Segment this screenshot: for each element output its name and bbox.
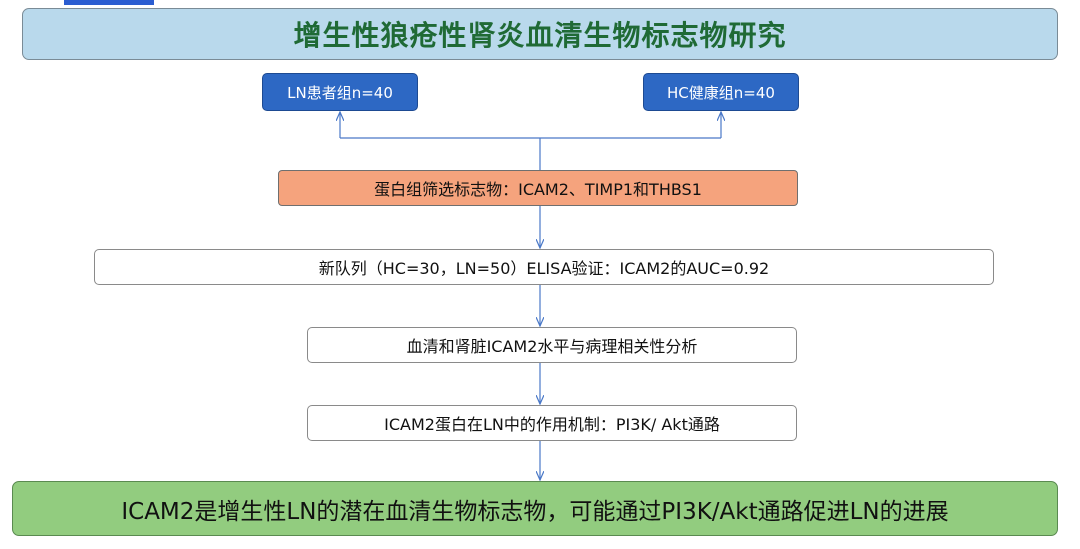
proteomics-screening-box: 蛋白组筛选标志物：ICAM2、TIMP1和THBS1 [278,170,798,206]
diagram-title: 增生性狼疮性肾炎血清生物标志物研究 [22,8,1058,60]
elisa-validation-box: 新队列（HC=30，LN=50）ELISA验证：ICAM2的AUC=0.92 [94,249,994,285]
pathology-correlation-box: 血清和肾脏ICAM2水平与病理相关性分析 [307,327,797,363]
mechanism-box: ICAM2蛋白在LN中的作用机制：PI3K/ Akt通路 [307,405,797,441]
hc-healthy-group-box: HC健康组n=40 [643,73,799,111]
top-edge-accent [64,0,154,5]
ln-patient-group-box: LN患者组n=40 [262,73,418,111]
conclusion-box: ICAM2是增生性LN的潜在血清生物标志物，可能通过PI3K/Akt通路促进LN… [12,481,1058,536]
